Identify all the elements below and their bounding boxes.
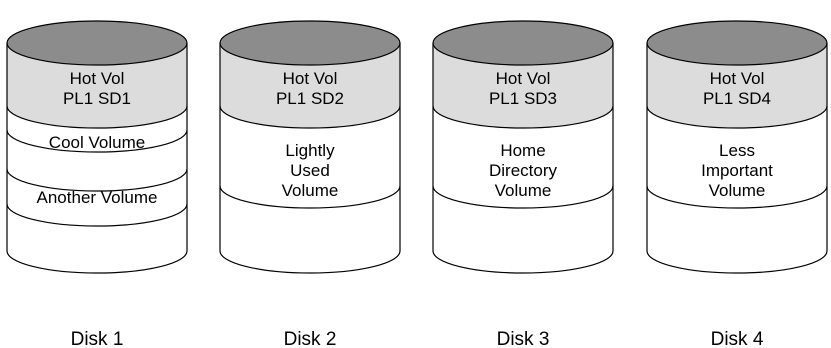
disk-top: [432, 20, 614, 66]
disk-top: [219, 20, 401, 66]
segment-boundary: [646, 185, 828, 209]
volume-label: Cool Volume: [49, 133, 145, 152]
hot-volume-band: [433, 43, 613, 128]
hot-volume-band: [220, 43, 400, 128]
disk-base: [6, 250, 188, 274]
volume-label: Home: [500, 141, 545, 160]
volume-label: Volume: [282, 181, 339, 200]
hot-band-boundary: [219, 105, 401, 129]
hot-band-boundary: [432, 105, 614, 129]
hot-volume-subdisk: PL1 SD4: [703, 89, 771, 108]
disk-caption: Disk 2: [284, 329, 337, 348]
hot-volume-label: Hot Vol: [70, 69, 125, 88]
disk-caption: Disk 3: [497, 329, 550, 348]
hot-band-boundary: [646, 105, 828, 129]
segment-boundary: [432, 185, 614, 209]
volume-label: Important: [701, 161, 773, 180]
disk-base: [219, 250, 401, 274]
disk-caption: Disk 1: [71, 329, 124, 348]
hot-volume-band: [7, 43, 187, 128]
segment-boundary: [6, 129, 188, 153]
hot-volume-subdisk: PL1 SD3: [489, 89, 557, 108]
volume-label: Used: [290, 161, 330, 180]
disk-top: [6, 20, 188, 66]
volume-label: Volume: [709, 181, 766, 200]
hot-band-boundary: [6, 105, 188, 129]
disk-top: [646, 20, 828, 66]
volume-label: Another Volume: [37, 188, 158, 207]
hot-volume-band: [647, 43, 827, 128]
disk-base: [646, 250, 828, 274]
volume-label: Less: [719, 141, 755, 160]
volume-label: Volume: [495, 181, 552, 200]
segment-boundary: [219, 185, 401, 209]
volume-label: Directory: [489, 161, 558, 180]
segment-boundary: [6, 168, 188, 192]
hot-volume-label: Hot Vol: [496, 69, 551, 88]
hot-volume-subdisk: PL1 SD1: [63, 89, 131, 108]
hot-volume-label: Hot Vol: [283, 69, 338, 88]
volume-label: Lightly: [285, 141, 335, 160]
hot-volume-label: Hot Vol: [710, 69, 765, 88]
disk-caption: Disk 4: [711, 329, 764, 348]
disk-base: [432, 250, 614, 274]
segment-boundary: [6, 203, 188, 227]
hot-volume-subdisk: PL1 SD2: [276, 89, 344, 108]
